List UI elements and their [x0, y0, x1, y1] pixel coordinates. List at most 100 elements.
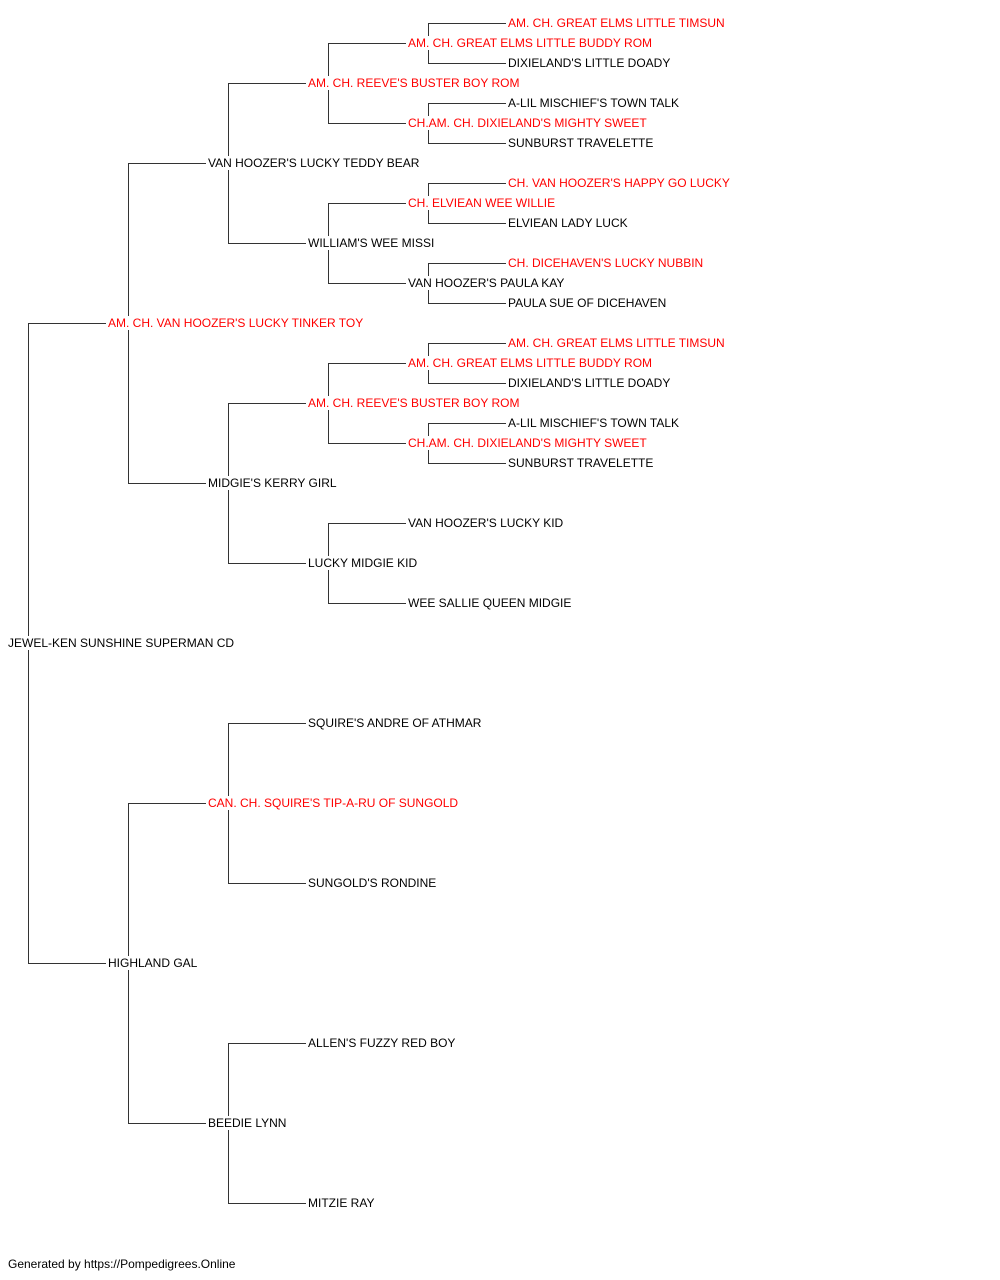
- dog-name: ELVIEAN LADY LUCK: [508, 216, 630, 230]
- connector-line: [428, 363, 429, 383]
- connector-line: [228, 403, 306, 404]
- dog-name: CH. DICEHAVEN'S LUCKY NUBBIN: [508, 256, 706, 270]
- connector-line: [428, 23, 506, 24]
- dog-name: MIDGIE'S KERRY GIRL: [208, 476, 339, 490]
- connector-line: [328, 283, 406, 284]
- connector-line: [228, 163, 229, 243]
- connector-line: [428, 443, 429, 463]
- dog-name: A-LIL MISCHIEF'S TOWN TALK: [508, 416, 681, 430]
- connector-line: [428, 203, 429, 223]
- dog-name: SQUIRE'S ANDRE OF ATHMAR: [308, 716, 484, 730]
- dog-name: JEWEL-KEN SUNSHINE SUPERMAN CD: [8, 636, 237, 650]
- connector-line: [328, 203, 329, 243]
- connector-line: [228, 83, 306, 84]
- dog-name: CAN. CH. SQUIRE'S TIP-A-RU OF SUNGOLD: [208, 796, 461, 810]
- connector-line: [328, 243, 329, 283]
- connector-line: [128, 803, 206, 804]
- connector-line: [428, 343, 506, 344]
- connector-line: [428, 103, 429, 123]
- dog-name: AM. CH. GREAT ELMS LITTLE BUDDY ROM: [408, 36, 655, 50]
- dog-name: DIXIELAND'S LITTLE DOADY: [508, 56, 673, 70]
- connector-line: [328, 123, 406, 124]
- connector-line: [328, 203, 406, 204]
- dog-name: AM. CH. VAN HOOZER'S LUCKY TINKER TOY: [108, 316, 366, 330]
- connector-line: [228, 723, 306, 724]
- connector-line: [328, 523, 329, 563]
- connector-line: [128, 963, 129, 1123]
- connector-line: [428, 463, 506, 464]
- connector-line: [328, 43, 406, 44]
- dog-name: WEE SALLIE QUEEN MIDGIE: [408, 596, 574, 610]
- connector-line: [328, 443, 406, 444]
- dog-name: AM. CH. GREAT ELMS LITTLE BUDDY ROM: [408, 356, 655, 370]
- connector-line: [128, 1123, 206, 1124]
- dog-name: HIGHLAND GAL: [108, 956, 200, 970]
- connector-line: [428, 263, 506, 264]
- dog-name: CH.AM. CH. DIXIELAND'S MIGHTY SWEET: [408, 116, 649, 130]
- connector-line: [328, 363, 406, 364]
- connector-line: [428, 103, 506, 104]
- connector-line: [228, 563, 306, 564]
- dog-name: SUNGOLD'S RONDINE: [308, 876, 439, 890]
- connector-line: [228, 83, 229, 163]
- dog-name: BEEDIE LYNN: [208, 1116, 289, 1130]
- connector-line: [28, 323, 29, 643]
- dog-name: WILLIAM'S WEE MISSI: [308, 236, 437, 250]
- dog-name: A-LIL MISCHIEF'S TOWN TALK: [508, 96, 681, 110]
- dog-name: MITZIE RAY: [308, 1196, 377, 1210]
- dog-name: CH.AM. CH. DIXIELAND'S MIGHTY SWEET: [408, 436, 649, 450]
- connector-line: [328, 563, 329, 603]
- connector-line: [228, 1043, 229, 1123]
- dog-name: AM. CH. GREAT ELMS LITTLE TIMSUN: [508, 16, 727, 30]
- dog-name: DIXIELAND'S LITTLE DOADY: [508, 376, 673, 390]
- connector-line: [428, 263, 429, 283]
- connector-line: [128, 803, 129, 963]
- connector-line: [428, 303, 506, 304]
- dog-name: VAN HOOZER'S LUCKY KID: [408, 516, 566, 530]
- connector-line: [328, 363, 329, 403]
- connector-line: [428, 23, 429, 43]
- dog-name: CH. VAN HOOZER'S HAPPY GO LUCKY: [508, 176, 732, 190]
- connector-line: [428, 343, 429, 363]
- connector-line: [428, 383, 506, 384]
- connector-line: [428, 143, 506, 144]
- connector-line: [428, 423, 506, 424]
- footer-credit: Generated by https://Pompedigrees.Online: [8, 1257, 236, 1271]
- connector-line: [228, 723, 229, 803]
- connector-line: [228, 1203, 306, 1204]
- connector-line: [228, 483, 229, 563]
- connector-line: [228, 803, 229, 883]
- connector-line: [328, 603, 406, 604]
- dog-name: VAN HOOZER'S PAULA KAY: [408, 276, 567, 290]
- dog-name: PAULA SUE OF DICEHAVEN: [508, 296, 669, 310]
- dog-name: VAN HOOZER'S LUCKY TEDDY BEAR: [208, 156, 422, 170]
- connector-line: [428, 63, 506, 64]
- dog-name: AM. CH. REEVE'S BUSTER BOY ROM: [308, 396, 522, 410]
- connector-line: [228, 403, 229, 483]
- connector-line: [228, 243, 306, 244]
- dog-name: SUNBURST TRAVELETTE: [508, 136, 656, 150]
- dog-name: SUNBURST TRAVELETTE: [508, 456, 656, 470]
- connector-line: [428, 183, 429, 203]
- connector-line: [428, 123, 429, 143]
- connector-line: [28, 643, 29, 963]
- connector-line: [128, 483, 206, 484]
- connector-line: [128, 163, 206, 164]
- connector-line: [428, 283, 429, 303]
- connector-line: [428, 43, 429, 63]
- connector-line: [428, 223, 506, 224]
- connector-line: [428, 423, 429, 443]
- dog-name: AM. CH. GREAT ELMS LITTLE TIMSUN: [508, 336, 727, 350]
- dog-name: LUCKY MIDGIE KID: [308, 556, 420, 570]
- connector-line: [128, 163, 129, 323]
- connector-line: [128, 323, 129, 483]
- connector-line: [28, 323, 106, 324]
- connector-line: [228, 883, 306, 884]
- connector-line: [328, 83, 329, 123]
- dog-name: AM. CH. REEVE'S BUSTER BOY ROM: [308, 76, 522, 90]
- dog-name: ALLEN'S FUZZY RED BOY: [308, 1036, 458, 1050]
- connector-line: [228, 1043, 306, 1044]
- dog-name: CH. ELVIEAN WEE WILLIE: [408, 196, 558, 210]
- connector-line: [228, 1123, 229, 1203]
